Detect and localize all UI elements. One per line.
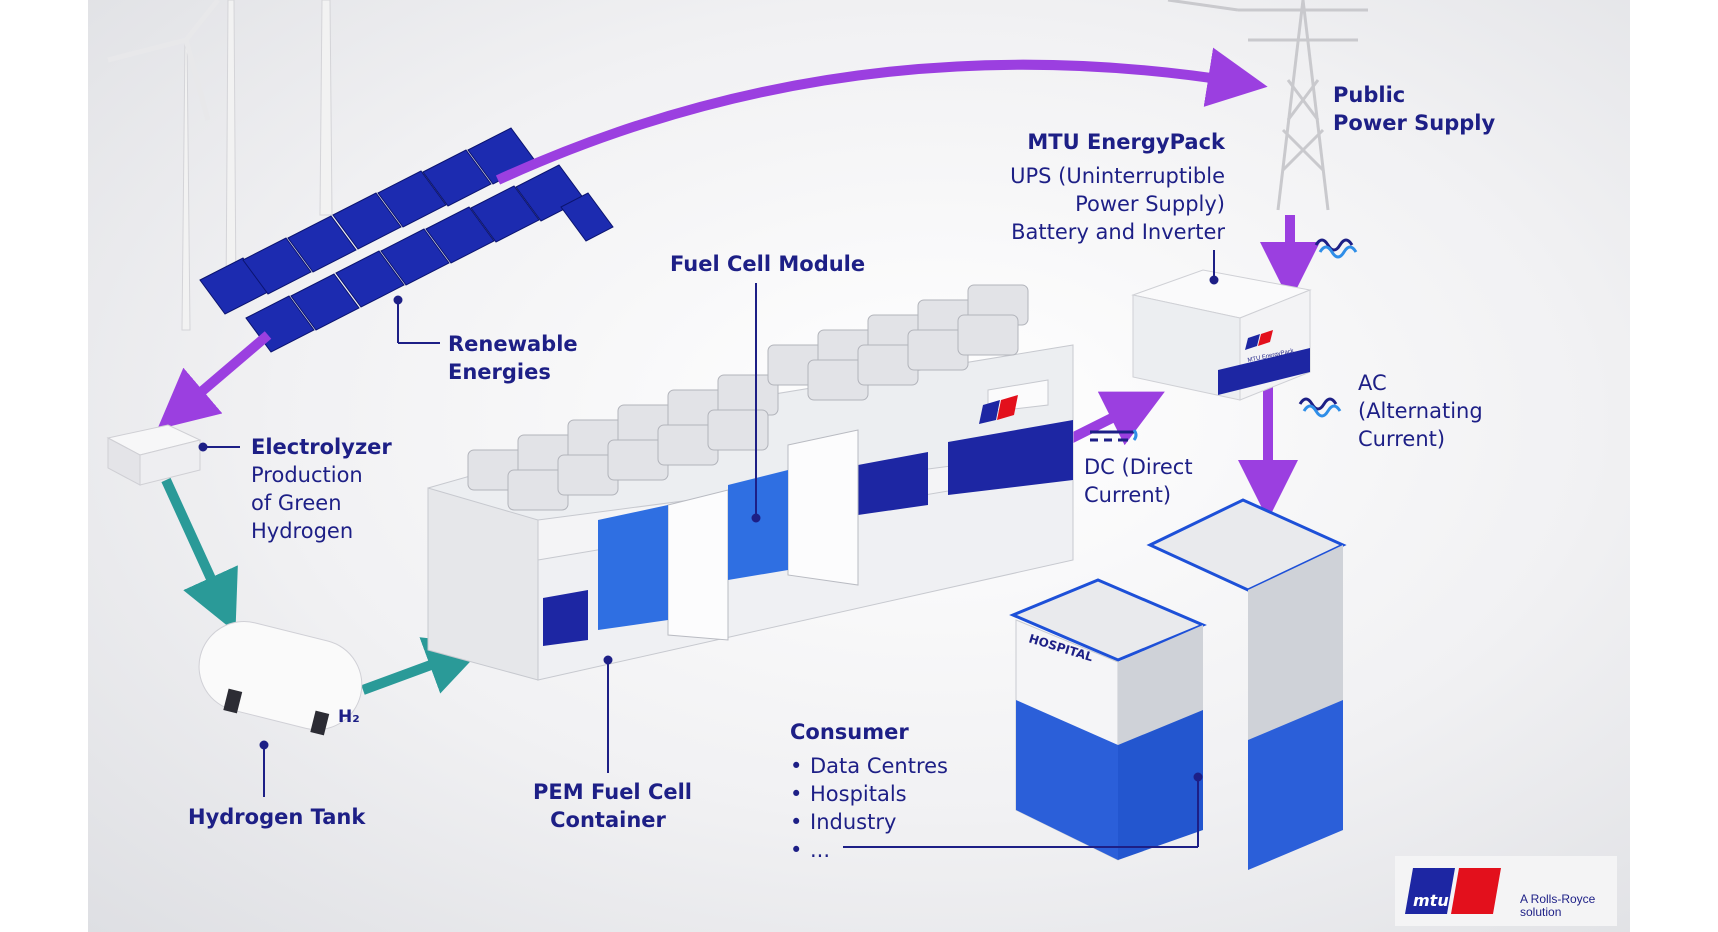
hospital-building-icon	[1009, 498, 1347, 870]
fuel-cell-module-label: Fuel Cell Module	[670, 252, 866, 276]
ac-wave-icon	[1298, 238, 1358, 418]
consumer-item: Data Centres	[790, 752, 948, 780]
energy-flow-arrows	[157, 47, 1320, 520]
consumer-item: Industry	[790, 808, 948, 836]
svg-text:mtu: mtu	[1413, 891, 1449, 910]
solar-panel-icon	[199, 127, 614, 353]
power-pylon-icon	[1167, 0, 1368, 211]
mtu-energypack-unit	[1131, 269, 1312, 401]
mtu-logo-mark: mtu	[1405, 868, 1501, 914]
wind-turbine-icon	[107, 0, 333, 331]
electrolyzer-label: Electrolyzer Production of Green Hydroge…	[251, 435, 392, 543]
consumer-label: Consumer Data Centres Hospitals Industry…	[790, 718, 948, 864]
mtu-logo: mtu A Rolls-Royce solution	[1395, 856, 1617, 926]
pem-fuel-cell-container	[427, 284, 1074, 681]
logo-tagline: A Rolls-Royce solution	[1520, 892, 1596, 919]
consumer-item: Hospitals	[790, 780, 948, 808]
hydrogen-flow-arrows	[161, 477, 487, 695]
scene-illustration: H₂ HOSPITAL MTU EnergyPack	[106, 0, 1368, 870]
dc-symbol-icon	[1090, 429, 1138, 442]
h2-symbol: H₂	[338, 707, 360, 727]
mtu-energypack-label: MTU EnergyPack UPS (Uninterruptible Powe…	[1010, 130, 1225, 244]
electrolyzer-unit	[106, 424, 202, 486]
consumer-list: Data Centres Hospitals Industry ...	[790, 752, 948, 864]
hydrogen-tank	[198, 621, 363, 736]
consumer-item: ...	[790, 836, 948, 864]
hydrogen-tank-label: Hydrogen Tank	[188, 805, 366, 829]
